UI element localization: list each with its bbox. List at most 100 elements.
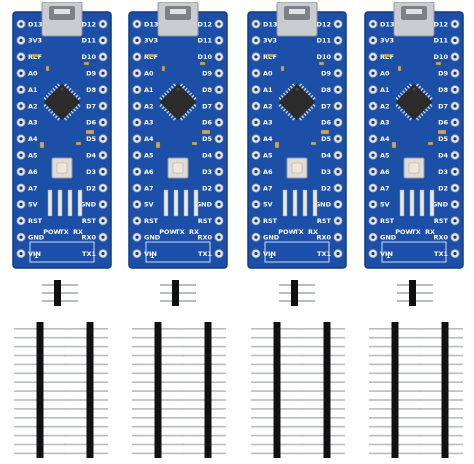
board-svg: D133V3REFA0A1A2A3A4A5A6A75VRSTGNDVIND12D… [12, 2, 112, 269]
long-pin-header [419, 322, 463, 458]
reset-button-cap [408, 162, 420, 174]
pin-hole [217, 170, 221, 174]
right-pin-label: D3 [202, 168, 212, 176]
pin-hole [101, 55, 105, 59]
pin-hole [453, 104, 457, 108]
right-pin-label: D2 [438, 184, 448, 192]
led-strip [399, 189, 405, 217]
smd-component [147, 53, 155, 58]
right-pin-label: D12 [198, 20, 212, 28]
led-strip [57, 189, 63, 217]
led-label: RX [189, 228, 199, 236]
pin-hole [336, 153, 340, 157]
pin-hole [101, 170, 105, 174]
right-pin-label: D9 [438, 70, 448, 78]
left-pin-label: A7 [28, 184, 38, 192]
reset-button-cap [56, 162, 68, 174]
left-pin-label: 5V [263, 201, 273, 209]
left-pin-label: 3V3 [144, 37, 158, 45]
led-label: RX [425, 228, 435, 236]
smd-component [318, 61, 325, 66]
right-pin-label: RST [198, 217, 213, 225]
right-pin-label: RST [317, 217, 332, 225]
right-pin-label: D8 [438, 86, 448, 94]
header-set-3 [245, 278, 345, 460]
left-pin-label: 5V [144, 201, 154, 209]
pin-hole [336, 202, 340, 206]
led-label: POW [43, 228, 60, 236]
led-label: RX [308, 228, 318, 236]
left-pin-label: A4 [263, 135, 273, 143]
left-pin-label: 3V3 [28, 37, 42, 45]
nano-board-4: D133V3REFA0A1A2A3A4A5A6A75VRSTGNDVIND12D… [364, 2, 464, 270]
pin-hole [336, 55, 340, 59]
left-pin-label: RST [144, 217, 159, 225]
pin-hole [101, 104, 105, 108]
nano-board-3: D133V3REFA0A1A2A3A4A5A6A75VRSTGNDVIND12D… [247, 2, 347, 270]
header-set-svg [369, 280, 463, 458]
left-pin-label: A0 [144, 70, 154, 78]
left-pin-label: A3 [144, 119, 154, 127]
led-strip [67, 189, 73, 217]
pin-hole [371, 170, 375, 174]
right-pin-label: D2 [86, 184, 96, 192]
pin-hole [254, 71, 258, 75]
header-set-2 [126, 278, 226, 460]
pin-hole [19, 104, 23, 108]
reset-button-cap [291, 162, 303, 174]
left-pin-label: A1 [263, 86, 273, 94]
pin-hole [19, 55, 23, 59]
pin-hole [371, 186, 375, 190]
left-pin-label: VIN [28, 250, 41, 258]
pin-hole [101, 235, 105, 239]
led-label: POW [278, 228, 295, 236]
pin-hole [371, 22, 375, 26]
pin-hole [254, 153, 258, 157]
pin-hole [135, 153, 139, 157]
right-pin-label: RX0 [316, 234, 331, 242]
pin-hole [217, 120, 221, 124]
smd-component [266, 53, 274, 58]
right-pin-label: D6 [321, 119, 331, 127]
pin-hole [135, 104, 139, 108]
reset-button-cap [172, 162, 184, 174]
pin-hole [254, 186, 258, 190]
led-strip [77, 189, 83, 217]
pin-hole [217, 235, 221, 239]
pin-hole [453, 235, 457, 239]
right-pin-label: D4 [86, 152, 96, 160]
smd-component [39, 141, 45, 149]
led-strip [292, 189, 298, 217]
nano-board-2: D133V3REFA0A1A2A3A4A5A6A75VRSTGNDVIND12D… [128, 2, 228, 270]
left-pin-label: A0 [28, 70, 38, 78]
pin-hole [254, 22, 258, 26]
pin-hole [19, 120, 23, 124]
icsp-pin-header [42, 280, 78, 306]
smd-component [391, 141, 397, 149]
pin-hole [453, 137, 457, 141]
left-pin-label: 3V3 [380, 37, 394, 45]
pin-hole [19, 186, 23, 190]
left-pin-label: VIN [263, 250, 276, 258]
icsp-outline [145, 241, 211, 263]
pin-hole [101, 88, 105, 92]
pin-hole [19, 22, 23, 26]
smd-component [383, 53, 391, 58]
pin-hole [254, 202, 258, 206]
left-pin-label: A0 [380, 70, 390, 78]
right-pin-label: D6 [86, 119, 96, 127]
right-pin-label: D9 [321, 70, 331, 78]
left-pin-label: A7 [263, 184, 273, 192]
pin-hole [336, 186, 340, 190]
pin-hole [453, 71, 457, 75]
smd-component [191, 141, 198, 146]
icsp-outline [264, 241, 330, 263]
right-pin-label: RST [434, 217, 449, 225]
led-strip [419, 189, 425, 217]
long-pin-header [132, 322, 184, 458]
pin-hole [135, 202, 139, 206]
smd-component [397, 65, 402, 72]
pin-hole [217, 88, 221, 92]
right-pin-label: D6 [438, 119, 448, 127]
pin-hole [453, 186, 457, 190]
